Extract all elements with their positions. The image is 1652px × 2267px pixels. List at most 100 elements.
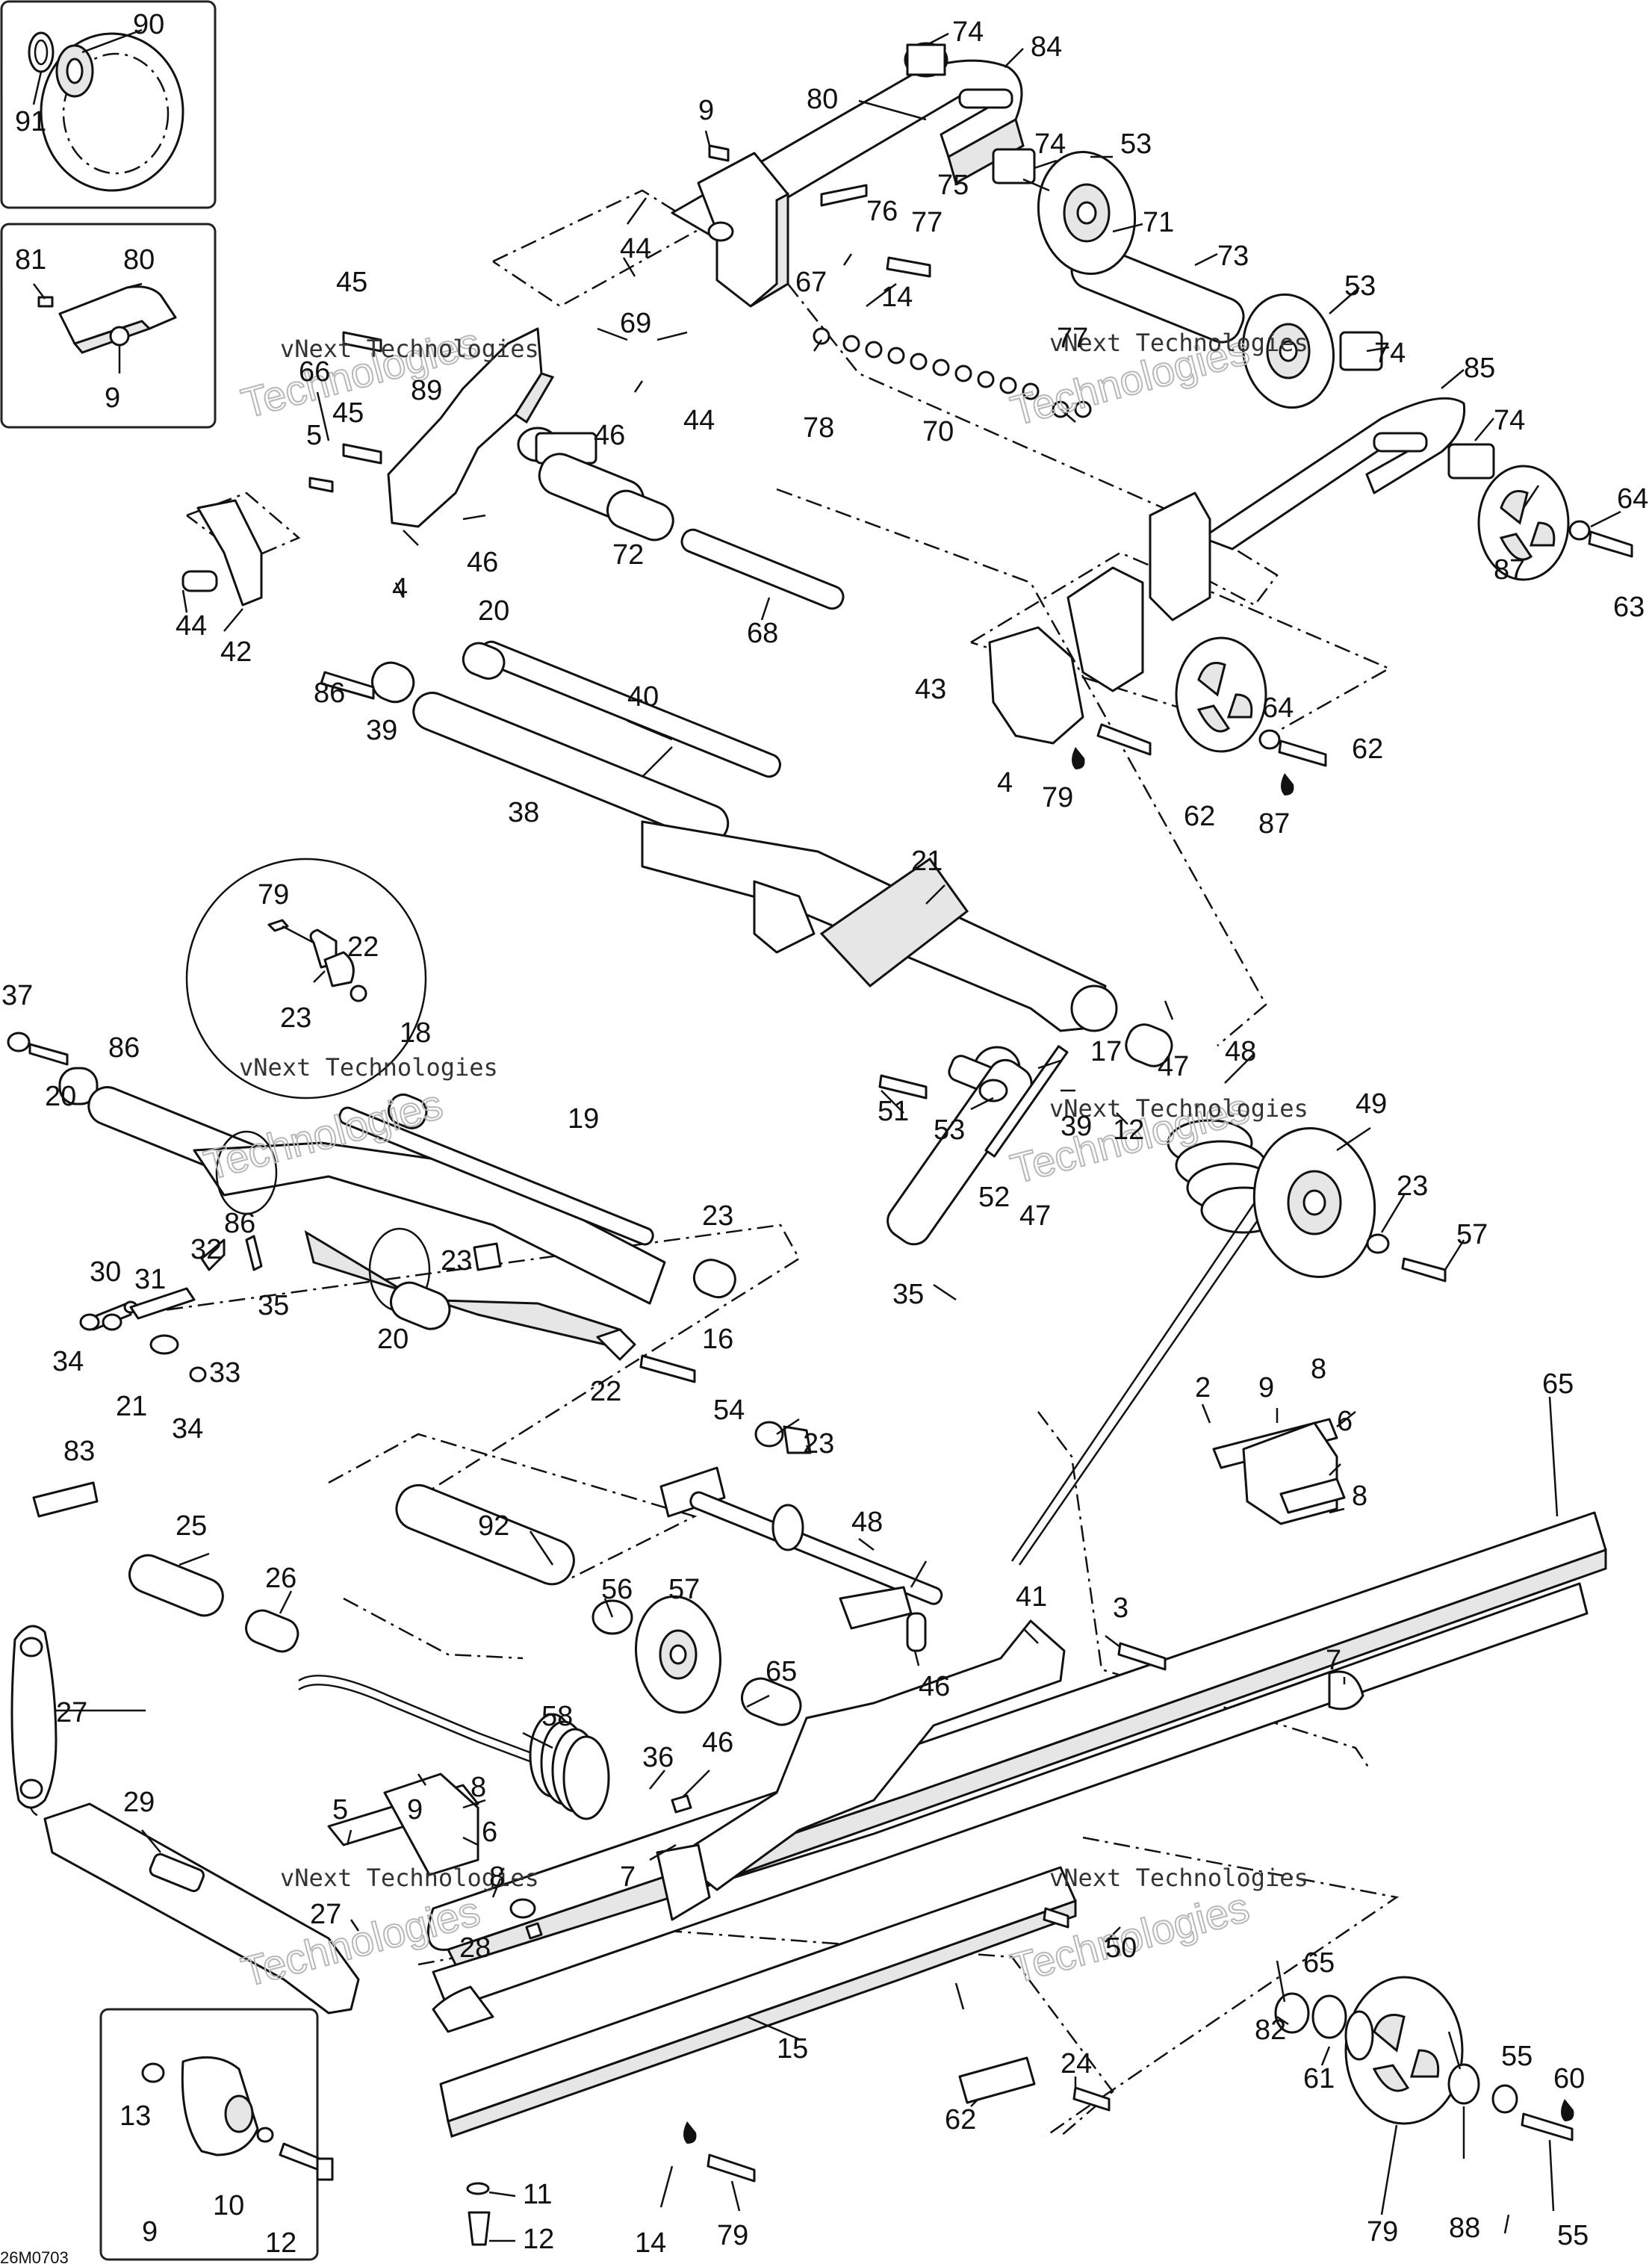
callout: 14 (881, 282, 913, 313)
callout: 20 (478, 595, 509, 627)
callout: 42 (220, 636, 252, 668)
callout: 13 (119, 2100, 151, 2132)
callout: 68 (747, 618, 778, 649)
callout: 28 (459, 1932, 491, 1964)
callout: 62 (1352, 734, 1383, 765)
callout: 87 (1258, 808, 1290, 840)
callout: 9 (407, 1794, 423, 1826)
callout: 2 (1195, 1372, 1211, 1404)
inset-bracket (0, 223, 217, 429)
callout: 46 (702, 1727, 733, 1758)
callout: 23 (803, 1428, 834, 1460)
callout: 77 (1057, 323, 1088, 354)
idler-wheel-mid (1252, 1127, 1447, 1283)
callout: 60 (1553, 2063, 1585, 2094)
callout: 7 (620, 1861, 636, 1893)
callout: 70 (922, 416, 954, 447)
callout: 10 (213, 2190, 244, 2221)
callout: 52 (978, 1182, 1010, 1213)
callout: 79 (1367, 2216, 1398, 2248)
callout: 87 (1494, 554, 1525, 586)
callout: 44 (683, 405, 715, 436)
callout: 53 (1120, 128, 1152, 160)
callout: 46 (467, 547, 498, 578)
callout: 57 (668, 1574, 700, 1605)
callout: 34 (52, 1346, 84, 1377)
callout: 74 (1494, 405, 1525, 436)
callout: 8 (489, 1861, 505, 1893)
callout: 19 (568, 1103, 599, 1135)
fasteners (79, 144, 1167, 2246)
callout: 31 (134, 1264, 166, 1295)
front-bracket-left (181, 327, 845, 610)
callout: 57 (1456, 1219, 1488, 1250)
callout: 35 (258, 1290, 289, 1321)
callout: 74 (952, 16, 984, 48)
callout: 39 (366, 715, 397, 746)
callout: 24 (1061, 2048, 1092, 2080)
callout: 54 (713, 1395, 745, 1426)
callout: 32 (190, 1234, 222, 1265)
callout: 35 (892, 1279, 924, 1310)
callout: 8 (1311, 1353, 1326, 1385)
callout: 86 (224, 1208, 255, 1239)
upper-rocker-arm (671, 42, 1025, 308)
callout: 64 (1262, 692, 1294, 724)
callout: 67 (795, 267, 827, 298)
callout: 55 (1557, 2220, 1589, 2251)
callout: 23 (702, 1200, 733, 1232)
callout: 79 (258, 879, 289, 911)
front-bracket-right (988, 566, 1327, 767)
callout: 86 (314, 677, 345, 709)
callout: 4 (997, 767, 1013, 798)
callout: 50 (1105, 1932, 1137, 1964)
callout: 73 (1217, 241, 1249, 272)
watermark: vNext Technologies (1049, 329, 1308, 357)
rear-arm-lower (7, 1032, 736, 1383)
callout: 4 (392, 573, 408, 604)
callout: 89 (411, 375, 442, 406)
callout: 64 (1617, 483, 1648, 515)
callout: 71 (1143, 207, 1174, 238)
callout: 15 (777, 2033, 808, 2065)
watermark: vNext Technologies (280, 1864, 539, 1892)
callout: 46 (919, 1671, 950, 1702)
callout: 6 (1337, 1406, 1353, 1437)
leader-lines (56, 32, 1621, 2242)
callout: 17 (1090, 1036, 1122, 1067)
slide-rail-bracket (656, 1619, 1066, 1921)
figure-code: 26M0703 (0, 2248, 69, 2267)
washer-series (813, 327, 1092, 418)
callout: 36 (642, 1742, 674, 1773)
callout: 40 (627, 681, 659, 713)
callout: 65 (1542, 1368, 1574, 1400)
callout: 88 (1449, 2212, 1480, 2244)
inset-tensioner (99, 2008, 334, 2261)
callout: 82 (1255, 2015, 1286, 2046)
callout: 72 (612, 539, 644, 571)
callout: 75 (937, 170, 969, 201)
inset-bearing (0, 0, 217, 209)
callout: 61 (1303, 2063, 1335, 2094)
callout: 63 (1613, 592, 1645, 623)
callout: 30 (90, 1256, 121, 1288)
callout: 20 (377, 1324, 409, 1355)
callout: 12 (523, 2224, 554, 2255)
callout: 81 (15, 244, 46, 276)
upper-wheel-shaft (992, 148, 1383, 409)
callout: 58 (541, 1701, 573, 1732)
callout: 47 (1158, 1051, 1189, 1082)
callout: 5 (306, 420, 322, 451)
callout: 51 (878, 1096, 909, 1127)
torsion-spring-upper (1010, 1119, 1287, 1566)
callout: 69 (620, 308, 651, 339)
callout: 26 (265, 1563, 296, 1594)
callout: 74 (1374, 338, 1406, 369)
callout: 45 (336, 267, 367, 298)
callout: 65 (766, 1656, 797, 1687)
callout: 79 (717, 2220, 748, 2251)
callout: 21 (911, 846, 943, 877)
callout: 5 (332, 1794, 348, 1826)
callout: 22 (590, 1376, 621, 1407)
